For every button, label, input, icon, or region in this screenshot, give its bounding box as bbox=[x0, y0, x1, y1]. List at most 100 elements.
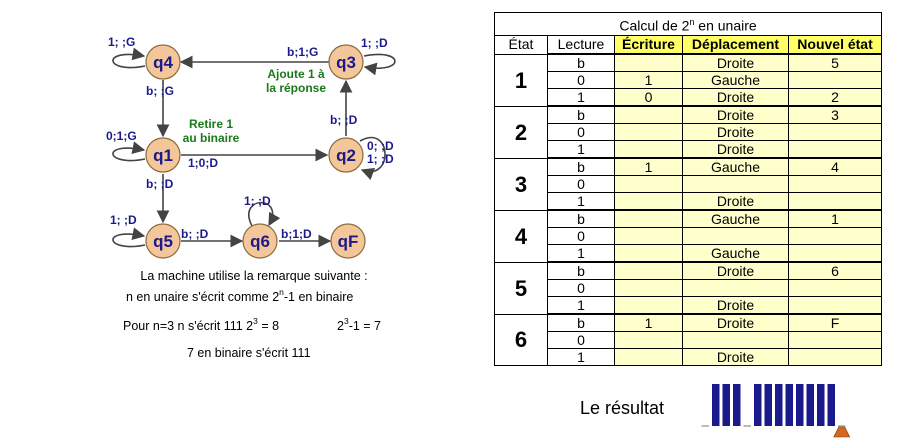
label-q1-q5: b; ;D bbox=[146, 177, 174, 191]
transition-table-container: Calcul de 2n en unaire État Lecture Écri… bbox=[493, 12, 883, 366]
state-q4-label: q4 bbox=[153, 53, 173, 72]
state-q2-label: q2 bbox=[336, 146, 356, 165]
state-qF[interactable]: qF bbox=[330, 223, 366, 259]
cell-lecture: b bbox=[547, 157, 615, 176]
table-title: Calcul de 2n en unaire bbox=[493, 12, 883, 36]
state-q3[interactable]: q3 bbox=[328, 44, 364, 80]
header-ecriture: Écriture bbox=[614, 35, 683, 55]
explanation-line1: La machine utilise la remarque suivante … bbox=[140, 269, 367, 283]
label-q6-qF: b;1;D bbox=[281, 227, 312, 241]
cell-deplacement: Gauche bbox=[682, 71, 789, 89]
loop-q3 bbox=[363, 53, 396, 76]
cell-deplacement: Droite bbox=[682, 123, 789, 141]
explanation-line4: 7 en binaire s'écrit 111 bbox=[187, 346, 311, 360]
state-q1[interactable]: q1 bbox=[145, 137, 181, 173]
state-q5[interactable]: q5 bbox=[145, 223, 181, 259]
header-etat: État bbox=[494, 35, 548, 55]
state-diagram: q4 q3 q1 q2 q5 q6 qF 1; ;G 1; ;D b; bbox=[106, 35, 396, 360]
cell-ecriture bbox=[614, 140, 683, 159]
note-sub-line1: Retire 1 bbox=[189, 117, 233, 131]
cell-deplacement bbox=[682, 175, 789, 193]
cell-deplacement: Gauche bbox=[682, 157, 789, 176]
state-q6[interactable]: q6 bbox=[242, 223, 278, 259]
label-q3-self: 1; ;D bbox=[361, 36, 388, 50]
cell-ecriture bbox=[614, 105, 683, 124]
loop-q2 bbox=[359, 136, 386, 181]
tape-mark bbox=[785, 384, 793, 426]
label-q1-self: 0;1;G bbox=[106, 129, 137, 143]
tape-mark bbox=[733, 384, 741, 426]
cell-nouvel: 1 bbox=[787, 209, 883, 228]
cell-ecriture bbox=[614, 192, 683, 211]
cell-ecriture bbox=[614, 53, 683, 72]
label-q2-q3: b; ;D bbox=[330, 113, 358, 127]
cell-lecture: 1 bbox=[547, 140, 615, 159]
tape-mark bbox=[817, 384, 825, 426]
table-row: 0 bbox=[495, 227, 883, 245]
cell-nouvel: 2 bbox=[787, 88, 883, 107]
cell-ecriture bbox=[614, 123, 683, 141]
cell-ecriture: 1 bbox=[614, 313, 683, 332]
cell-ecriture bbox=[614, 175, 683, 193]
cell-nouvel bbox=[787, 279, 883, 297]
cell-nouvel bbox=[787, 244, 883, 263]
cell-ecriture bbox=[614, 244, 683, 263]
state-cell: 2 bbox=[494, 105, 548, 159]
label-q3-q4: b;1;G bbox=[287, 45, 318, 59]
cell-ecriture bbox=[614, 296, 683, 315]
cell-nouvel: 3 bbox=[787, 105, 883, 124]
cell-lecture: 0 bbox=[547, 71, 615, 89]
label-q1-q2: 1;0;D bbox=[188, 156, 218, 170]
cell-lecture: 1 bbox=[547, 244, 615, 263]
note-sub-line2: au binaire bbox=[183, 131, 240, 145]
tape-mark bbox=[722, 384, 730, 426]
state-q4[interactable]: q4 bbox=[145, 44, 181, 80]
label-q2-self-1: 0; ;D bbox=[367, 139, 394, 153]
state-q2[interactable]: q2 bbox=[328, 137, 364, 173]
cell-nouvel bbox=[787, 296, 883, 315]
header-nouvel-etat: Nouvel état bbox=[787, 35, 883, 55]
state-cell: 6 bbox=[494, 313, 548, 366]
cell-ecriture bbox=[614, 261, 683, 280]
cell-nouvel: 4 bbox=[787, 157, 883, 176]
table-row: 0 bbox=[495, 279, 883, 297]
note-add-line2: la réponse bbox=[266, 81, 326, 95]
label-q4-q1: b; ;G bbox=[146, 84, 174, 98]
cell-lecture: 1 bbox=[547, 88, 615, 107]
loop-q6 bbox=[248, 201, 281, 227]
cell-nouvel: 5 bbox=[787, 53, 883, 72]
label-q5-q6: b; ;D bbox=[181, 227, 209, 241]
cell-nouvel: F bbox=[787, 313, 883, 332]
state-q3-label: q3 bbox=[336, 53, 356, 72]
cell-deplacement: Gauche bbox=[682, 244, 789, 263]
cell-deplacement bbox=[682, 227, 789, 245]
state-cell: 3 bbox=[494, 157, 548, 211]
table-row: 0 bbox=[495, 331, 883, 349]
cell-lecture: 0 bbox=[547, 123, 615, 141]
table-row: 0 bbox=[495, 175, 883, 193]
cell-ecriture bbox=[614, 279, 683, 297]
cell-lecture: 0 bbox=[547, 175, 615, 193]
cell-nouvel bbox=[787, 123, 883, 141]
cell-deplacement: Droite bbox=[682, 53, 789, 72]
state-q5-label: q5 bbox=[153, 232, 173, 251]
cell-lecture: 0 bbox=[547, 279, 615, 297]
edges bbox=[112, 47, 396, 248]
cell-deplacement: Droite bbox=[682, 88, 789, 107]
cell-lecture: b bbox=[547, 313, 615, 332]
state-qF-label: qF bbox=[338, 232, 359, 251]
cell-ecriture: 1 bbox=[614, 157, 683, 176]
cell-lecture: 0 bbox=[547, 331, 615, 349]
loop-q5 bbox=[112, 227, 146, 248]
result-label: Le résultat bbox=[580, 398, 665, 418]
tape-mark bbox=[754, 384, 762, 426]
header-lecture: Lecture bbox=[547, 35, 615, 55]
note-add-line1: Ajoute 1 à bbox=[267, 67, 325, 81]
